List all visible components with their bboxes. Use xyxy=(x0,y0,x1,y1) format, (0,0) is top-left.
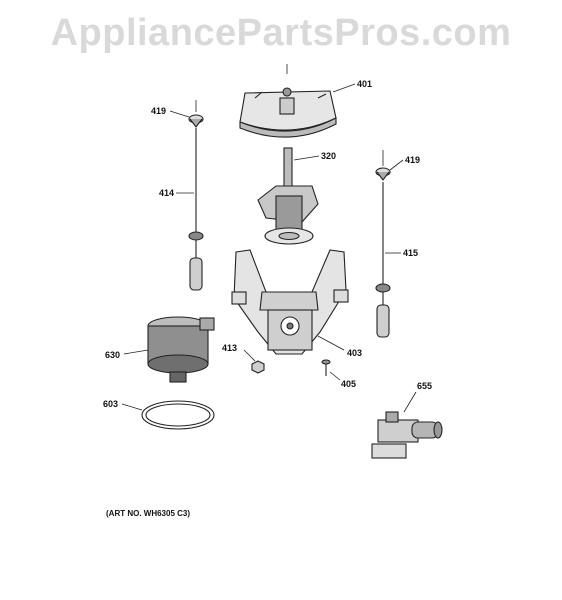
part-label-603: 603 xyxy=(103,399,118,409)
support-platform-icon[interactable] xyxy=(231,249,349,355)
watermark: AppliancePartsPros.com xyxy=(50,12,512,54)
agitator-cover-icon[interactable] xyxy=(239,64,337,138)
part-label-413: 413 xyxy=(222,343,237,353)
part-label-630: 630 xyxy=(105,350,120,360)
suspension-rod-icon[interactable] xyxy=(188,128,204,291)
water-valve-icon[interactable] xyxy=(371,391,443,459)
part-label-401: 401 xyxy=(357,79,372,89)
part-label-419-right: 419 xyxy=(405,155,420,165)
suspension-rod-icon[interactable] xyxy=(375,182,391,338)
part-label-403: 403 xyxy=(347,348,362,358)
part-label-414: 414 xyxy=(159,188,174,198)
part-label-655: 655 xyxy=(417,381,432,391)
part-labels: 401 419 320 419 414 415 630 413 403 405 … xyxy=(103,79,432,518)
motor-icon[interactable] xyxy=(123,316,215,383)
suspension-cap-icon[interactable] xyxy=(375,150,391,181)
art-number: (ART NO. WH6305 C3) xyxy=(106,509,190,518)
transmission-icon[interactable] xyxy=(257,147,319,245)
leader-lines xyxy=(169,83,404,254)
drive-belt-icon[interactable] xyxy=(121,400,215,430)
nut-icon[interactable] xyxy=(243,349,265,374)
part-label-419-left: 419 xyxy=(151,106,166,116)
part-label-415: 415 xyxy=(403,248,418,258)
screw-icon[interactable] xyxy=(321,359,341,381)
part-label-320: 320 xyxy=(321,151,336,161)
suspension-cap-icon[interactable] xyxy=(188,100,204,128)
part-label-405: 405 xyxy=(341,379,356,389)
